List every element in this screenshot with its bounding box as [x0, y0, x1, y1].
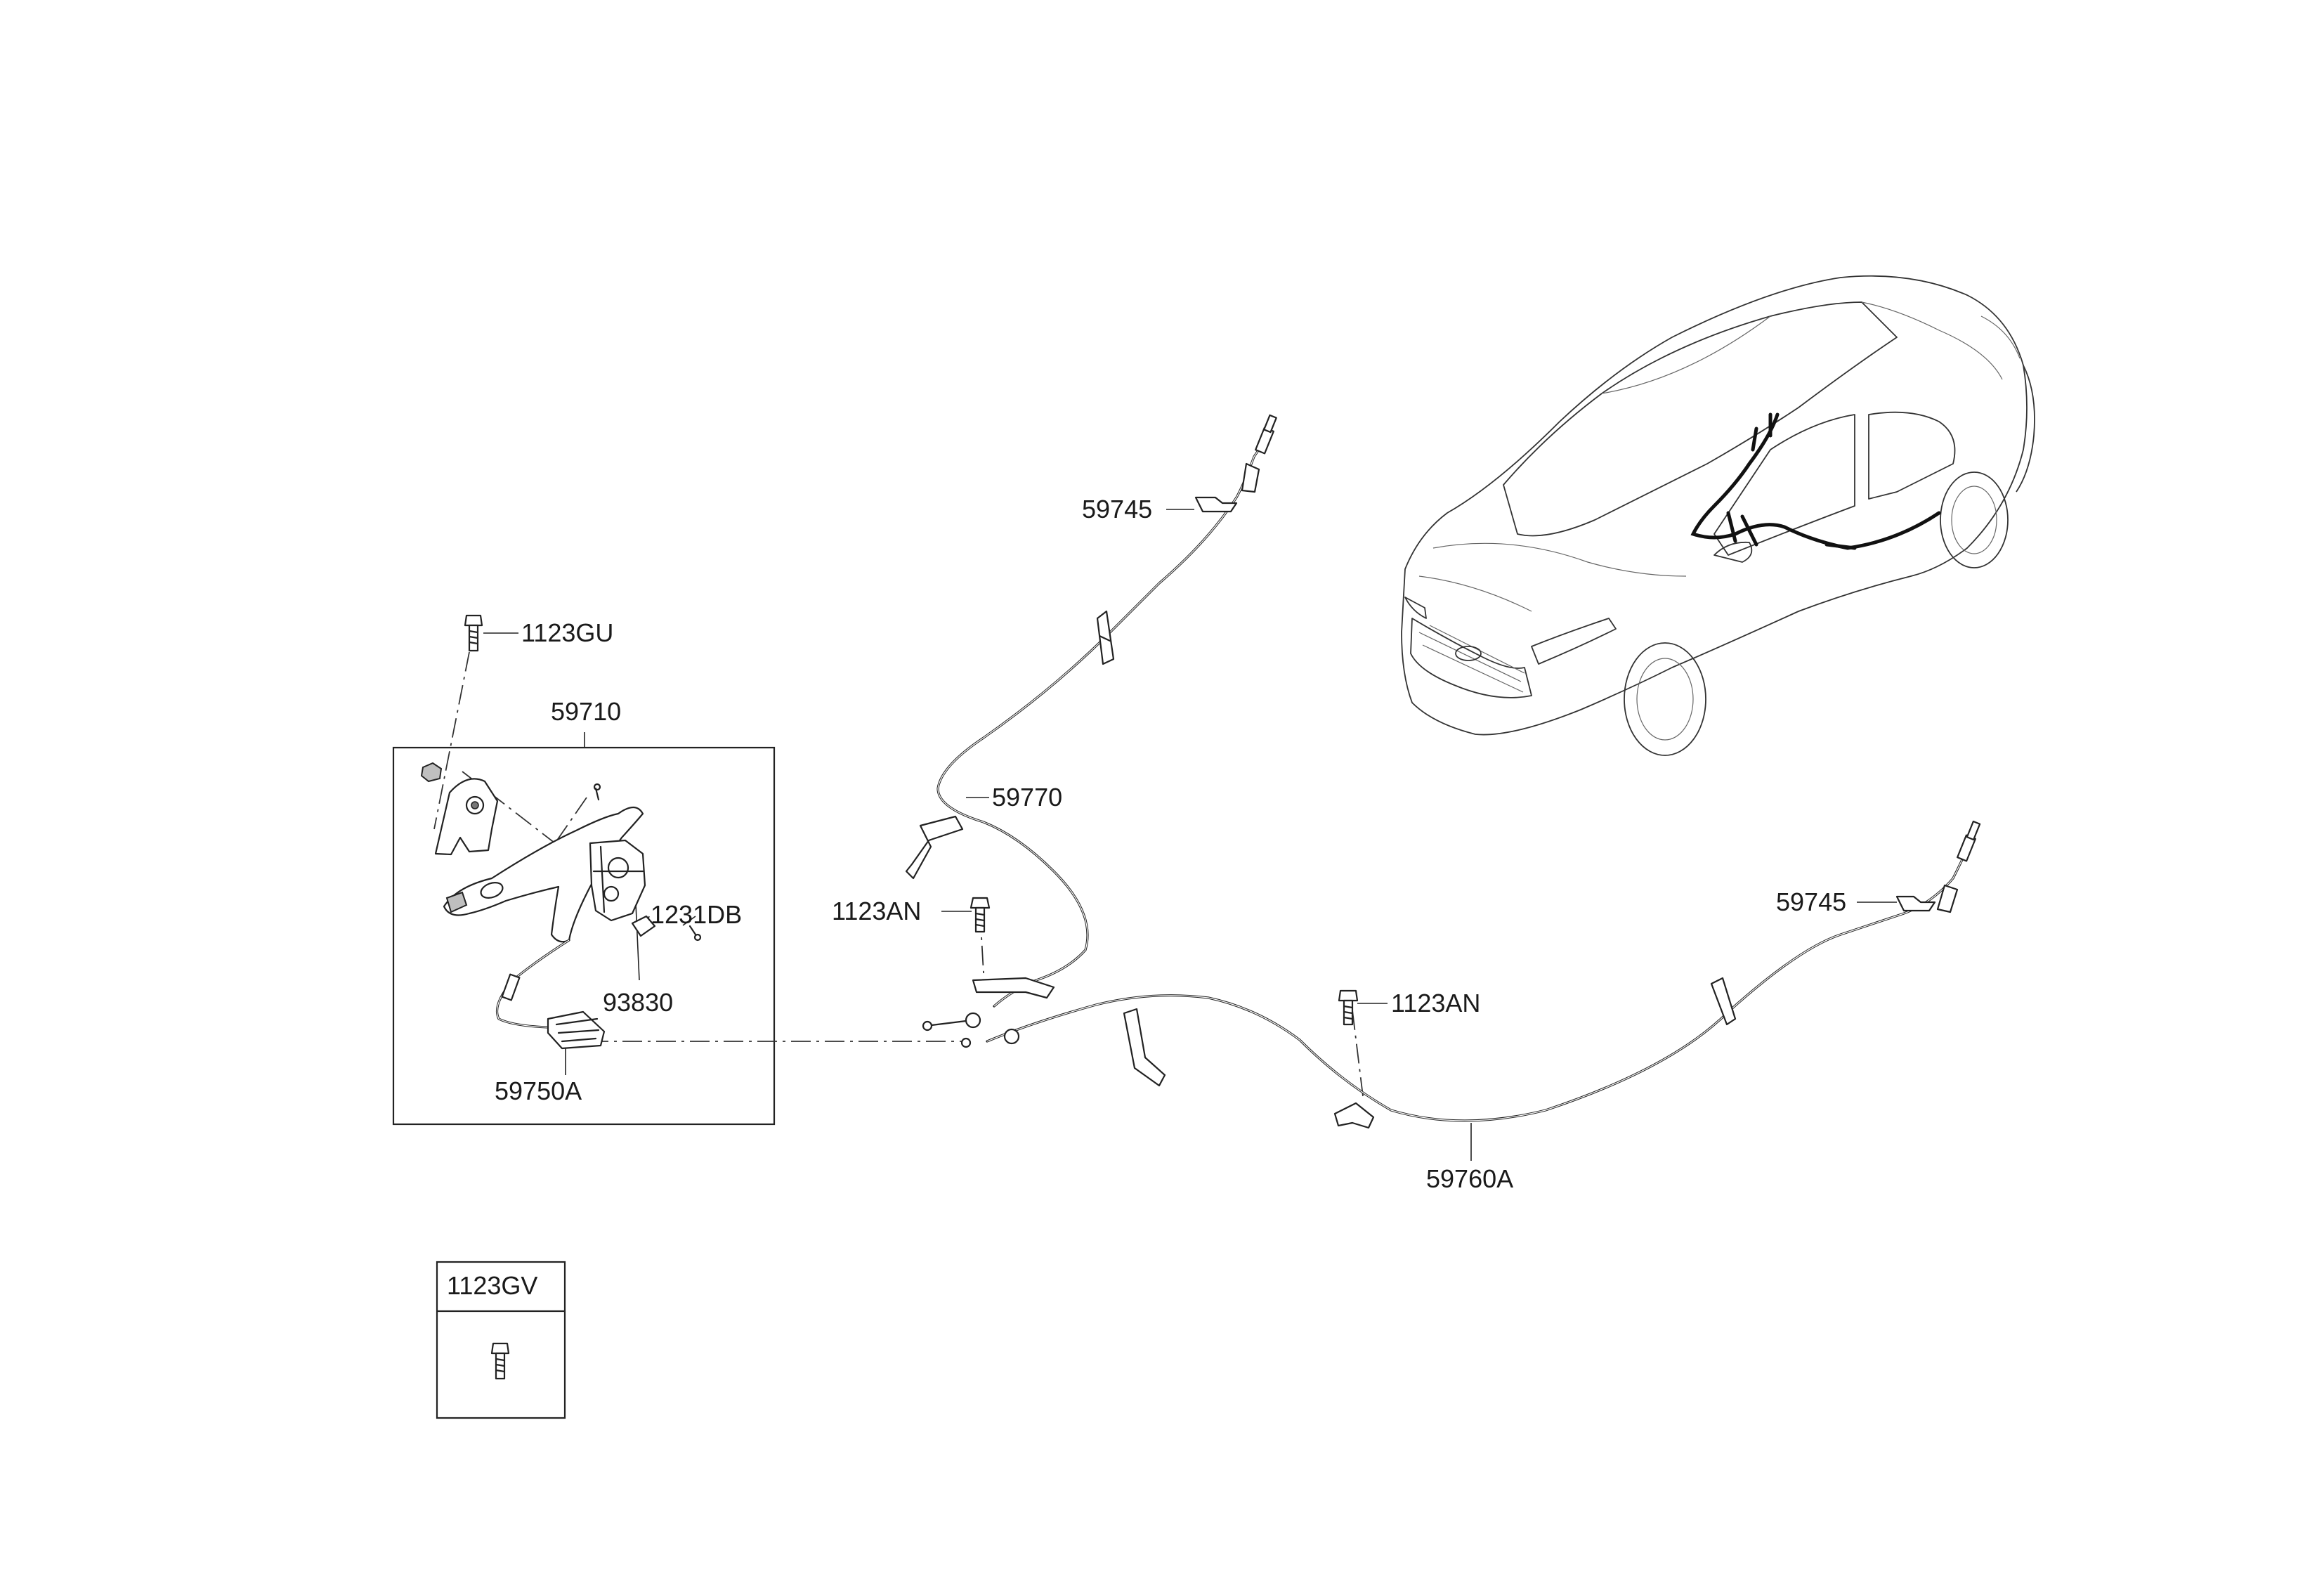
parking-brake-lever [420, 762, 702, 943]
cable-59770 [905, 414, 1277, 1031]
label-1123gv: 1123GV [447, 1271, 537, 1300]
callout-labels: 1123GU 59710 1231DB 93830 59750A 59745 5… [447, 495, 1846, 1300]
clip-59745-top [1194, 496, 1238, 513]
cable-59760a [960, 820, 1981, 1129]
label-59760a: 59760A [1426, 1164, 1513, 1193]
clip-59745-right [1895, 895, 1936, 912]
bolt-1123an-left [970, 897, 991, 933]
bolt-1123gu [464, 614, 483, 652]
label-59745-right: 59745 [1776, 887, 1846, 916]
car-illustration [1401, 275, 2035, 756]
label-1123an-left: 1123AN [832, 897, 921, 925]
leader-lines [483, 509, 1897, 1161]
label-59770: 59770 [992, 783, 1062, 812]
label-93830: 93830 [603, 988, 673, 1017]
bolt-1123an-right [1338, 989, 1359, 1026]
equalizer-cable [495, 939, 606, 1050]
label-59750a: 59750A [495, 1076, 582, 1105]
label-59745-top: 59745 [1082, 495, 1152, 523]
part-1123gv-box [436, 1261, 566, 1419]
label-59710: 59710 [551, 697, 621, 726]
label-1123an-right: 1123AN [1391, 989, 1480, 1017]
label-1231db: 1231DB [651, 900, 742, 929]
lever-assembly-box [392, 746, 776, 1126]
label-1123gu: 1123GU [521, 618, 613, 647]
